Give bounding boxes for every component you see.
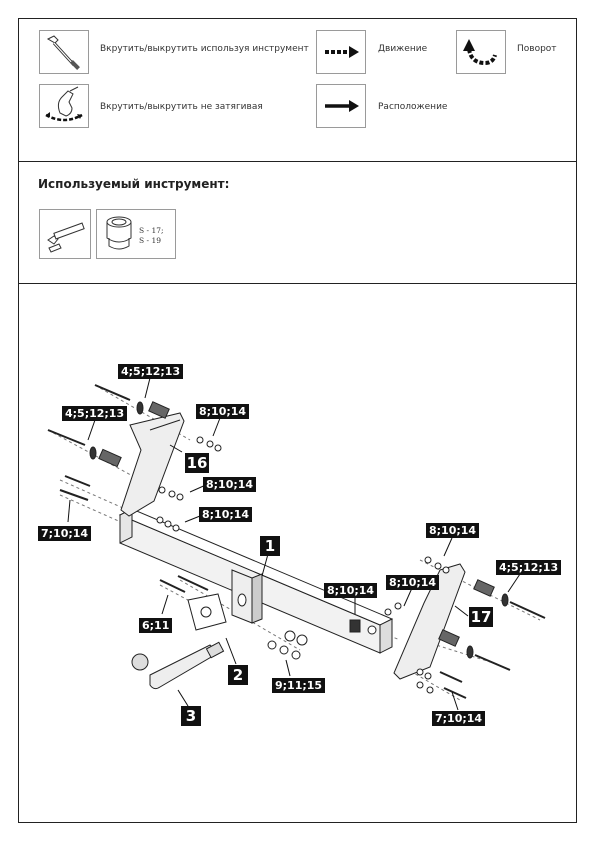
divider-tools <box>18 283 577 284</box>
legend-position-text: Расположение <box>378 102 448 112</box>
callout-left-top-1: 4;5;12;13 <box>118 364 184 379</box>
socket-tool-icon: S - 17; S - 19 <box>96 209 176 259</box>
callout-left-bottom: 7;10;14 <box>38 526 92 541</box>
callout-right-washer: 4;5;12;13 <box>496 560 562 575</box>
movement-arrow-icon <box>316 30 366 74</box>
tools-section-title: Используемый инструмент: <box>38 177 230 191</box>
screw-tool-icon <box>39 30 89 74</box>
callout-right-mid: 8;10;14 <box>386 575 440 590</box>
callout-bolt-group: 6;11 <box>139 618 173 633</box>
rotation-arrow-icon <box>456 30 506 74</box>
callout-left-nut-3: 8;10;14 <box>199 507 253 522</box>
legend-rotation-text: Поворот <box>517 44 557 54</box>
socket-size-2: S - 19 <box>139 236 161 245</box>
callout-left-top-2: 4;5;12;13 <box>62 406 128 421</box>
callout-right-top: 8;10;14 <box>426 523 480 538</box>
callout-right-bottom: 7;10;14 <box>432 711 486 726</box>
callout-right-inner: 8;10;14 <box>324 583 378 598</box>
callout-left-nut-2: 8;10;14 <box>203 477 257 492</box>
part-number-3: 3 <box>181 706 201 726</box>
part-number-2: 2 <box>228 665 248 685</box>
screw-no-tighten-icon <box>39 84 89 128</box>
callout-middle-hardware: 9;11;15 <box>272 678 326 693</box>
position-arrow-icon <box>316 84 366 128</box>
part-number-16: 16 <box>185 453 209 473</box>
callout-left-nut-1: 8;10;14 <box>196 404 250 419</box>
wrench-tool-icon <box>39 209 91 259</box>
legend-movement-text: Движение <box>378 44 428 54</box>
socket-size-1: S - 17; <box>139 226 164 235</box>
part-number-1: 1 <box>260 536 280 556</box>
page-frame <box>18 18 577 823</box>
legend-screw-no-tight-text: Вкрутить/выкрутить не затягивая <box>100 102 263 112</box>
legend-screw-text: Вкрутить/выкрутить используя инструмент <box>100 44 309 54</box>
divider-legend <box>18 161 577 162</box>
part-number-17: 17 <box>469 607 493 627</box>
